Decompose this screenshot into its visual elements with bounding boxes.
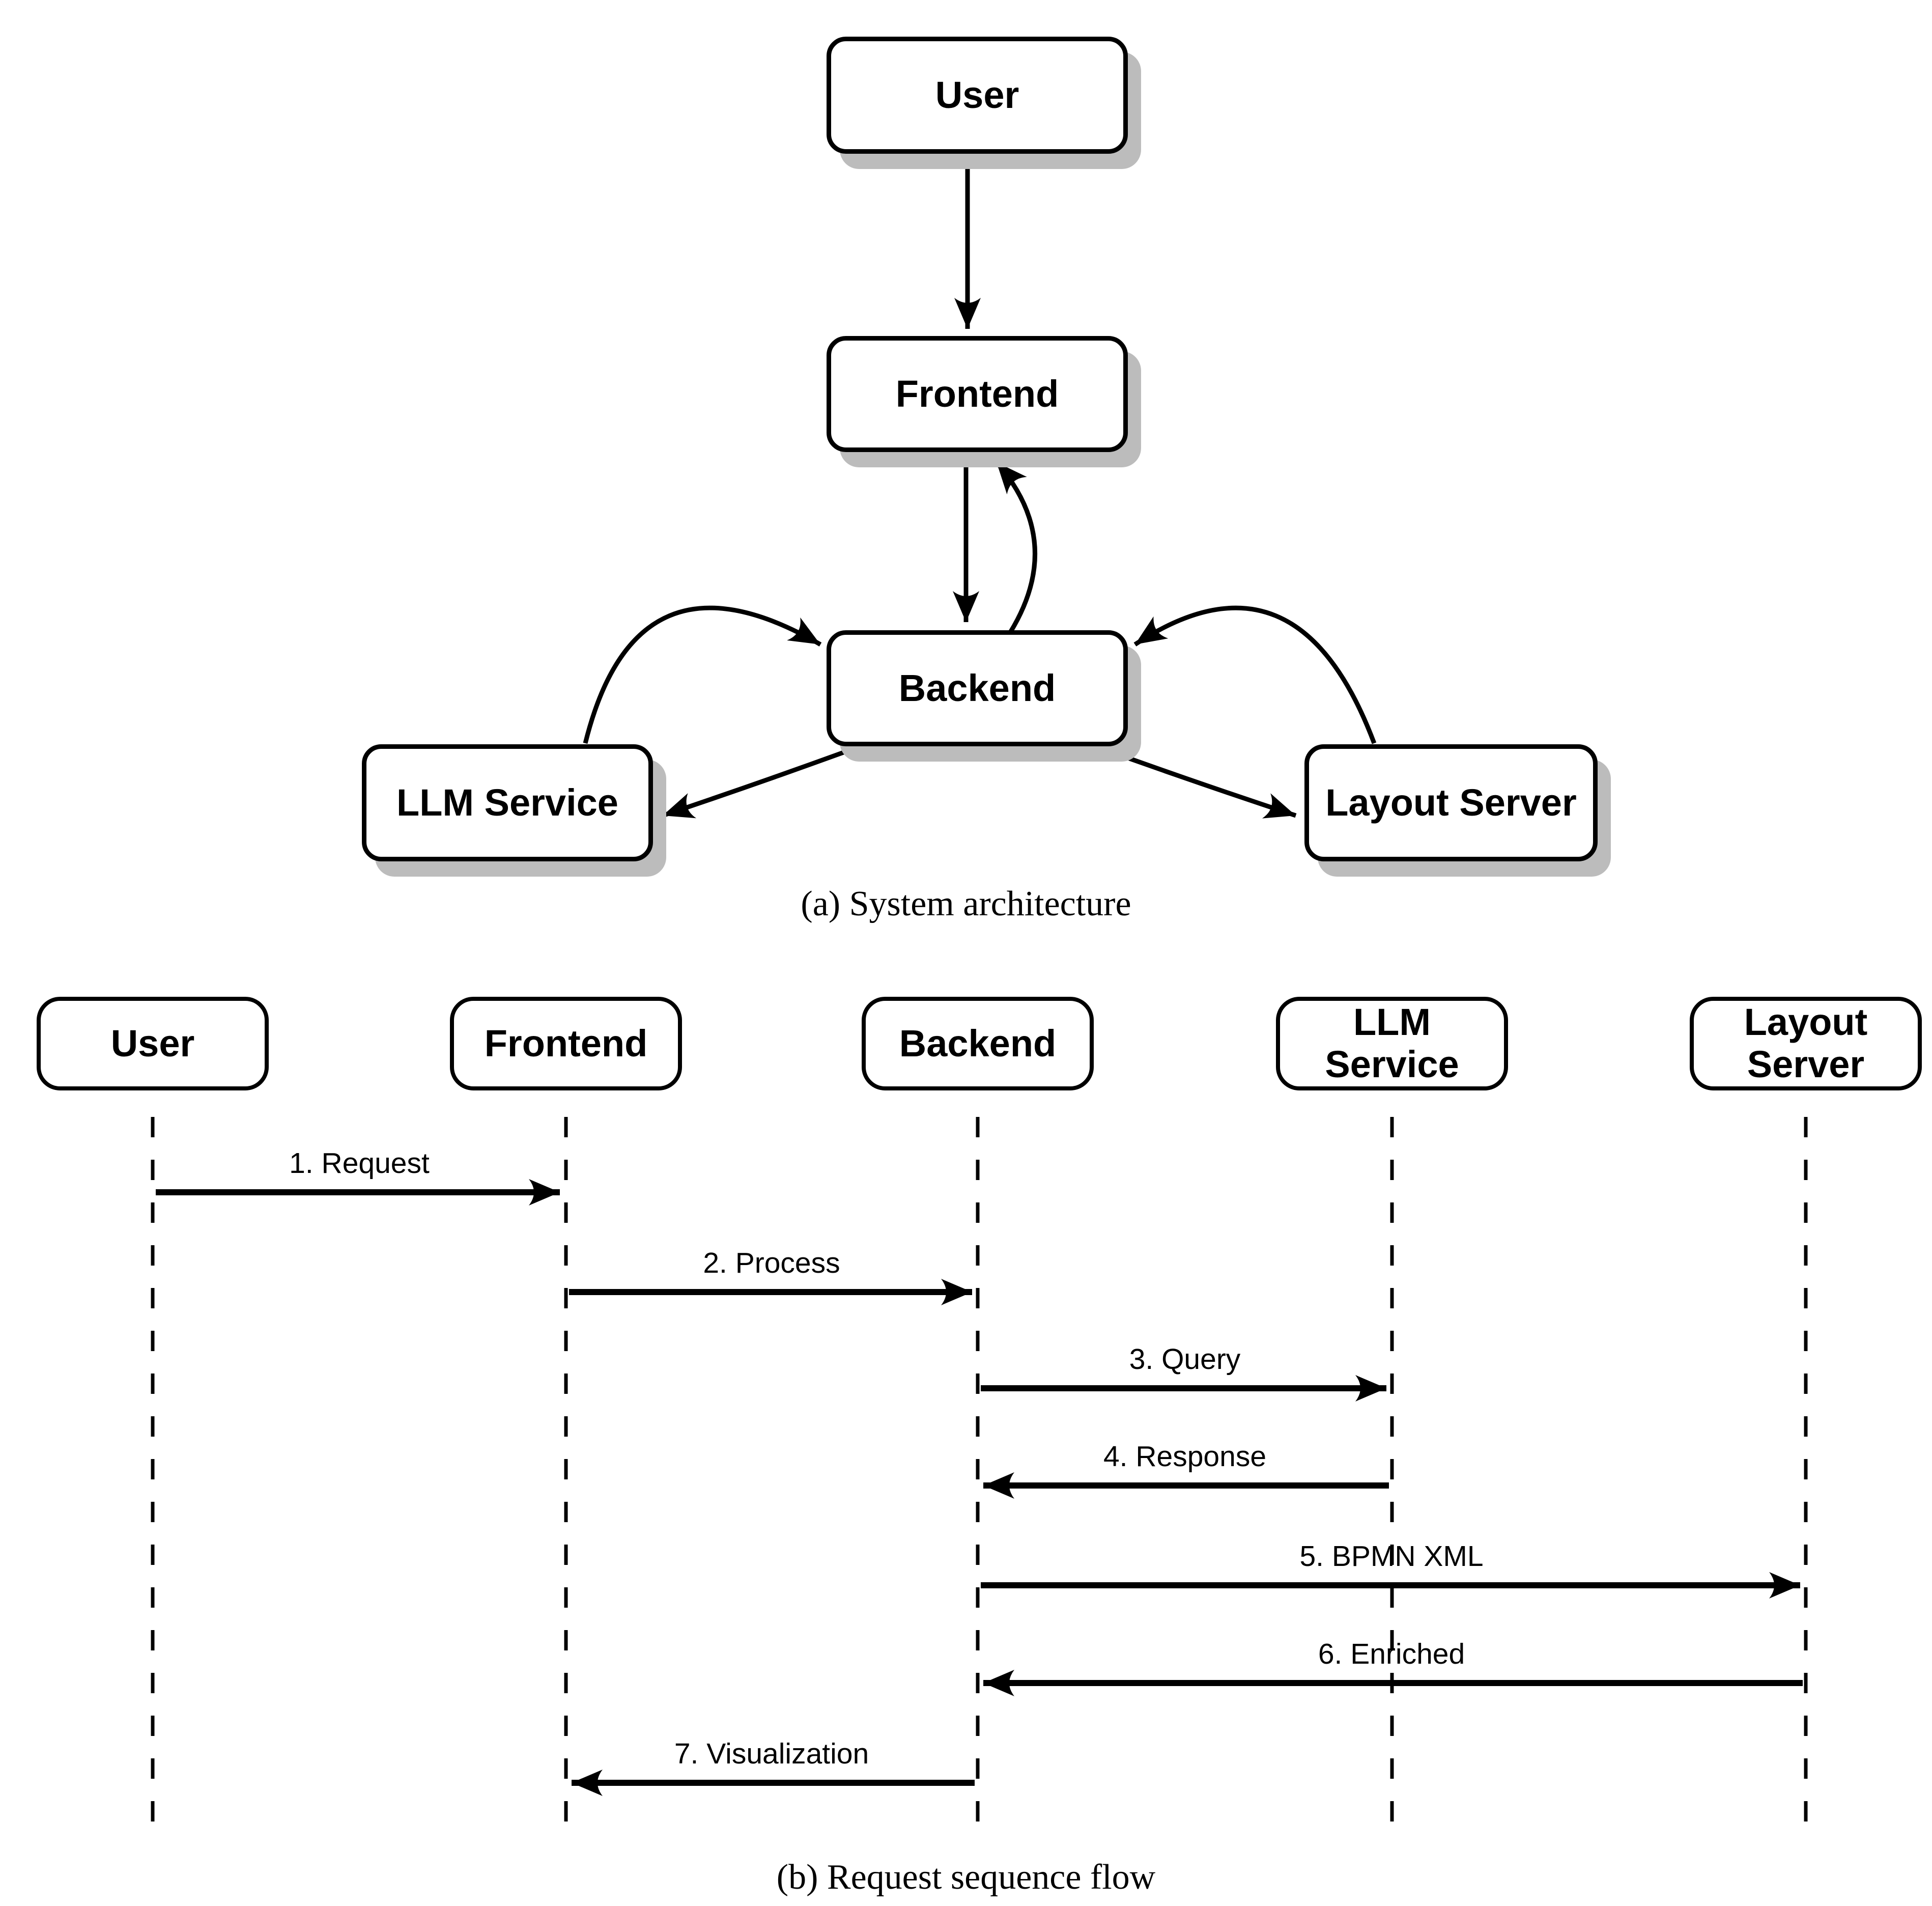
arrow-layout-to-backend [1133,605,1377,744]
seq-participant-backend-label: Backend [899,1022,1057,1064]
message-label-bpmn-xml: 5. BPMN XML [1299,1540,1484,1573]
arch-node-frontend-label: Frontend [895,372,1059,415]
arch-node-user-label: User [935,73,1019,116]
arch-node-layout-server-label: Layout Server [1325,781,1577,824]
seq-participant-llm-service-label: LLM Service [1325,1001,1459,1085]
message-label-visualization: 7. Visualization [674,1737,869,1770]
seq-participant-user: User [37,997,269,1090]
arch-node-frontend: Frontend [827,336,1128,452]
message-label-query: 3. Query [1129,1343,1241,1376]
message-label-response: 4. Response [1103,1440,1267,1473]
arch-node-user: User [827,37,1128,154]
caption-architecture: (a) System architecture [801,884,1131,923]
arch-node-backend-label: Backend [898,666,1056,709]
seq-participant-user-label: User [110,1022,195,1064]
seq-participant-frontend-label: Frontend [484,1022,648,1064]
arrow-backend-to-frontend [995,461,1037,634]
seq-participant-layout-server: Layout Server [1690,997,1922,1090]
seq-participant-llm-service: LLM Service [1276,997,1508,1090]
seq-participant-backend: Backend [862,997,1094,1090]
seq-participant-frontend: Frontend [450,997,682,1090]
message-label-request: 1. Request [289,1147,430,1180]
seq-participant-layout-server-label: Layout Server [1744,1001,1868,1085]
arrow-backend-to-layout [1083,740,1297,819]
message-label-process: 2. Process [703,1247,840,1279]
arch-node-llm-service: LLM Service [362,744,653,861]
arch-node-backend: Backend [827,630,1128,746]
arrow-backend-to-llm [662,740,872,819]
arch-node-llm-service-label: LLM Service [396,781,618,824]
arrow-llm-to-backend [583,605,822,744]
caption-sequence: (b) Request sequence flow [776,1858,1156,1897]
arch-node-layout-server: Layout Server [1304,744,1598,861]
message-label-enriched: 6. Enriched [1318,1638,1465,1670]
